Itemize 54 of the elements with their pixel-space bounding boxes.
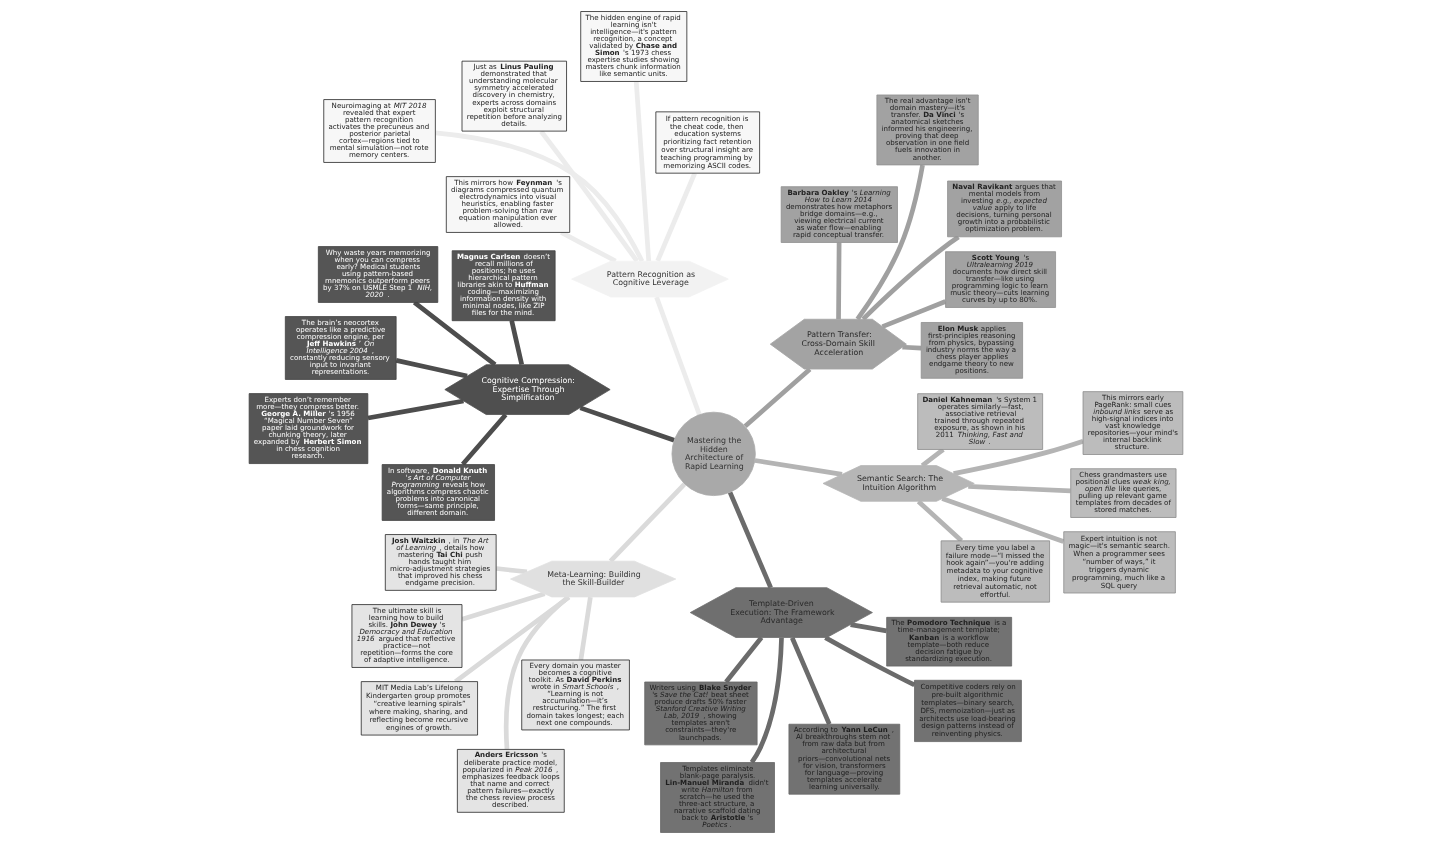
connector — [654, 296, 702, 416]
node-box: In software, Donald Knuth 's Art of Computer Programming reveals how algorithms compress chaotic problems into canonical forms—same principle, different domain. — [381, 464, 495, 521]
connector — [824, 635, 916, 688]
connector — [608, 482, 687, 563]
node-box: If pattern recognition is the cheat code, then education systems prioritizing fact retention over structural insight are teaching programming by memorizing ASCII codes. — [655, 111, 760, 174]
node-box: This mirrors how Feynman 's diagrams compressed quantum electrodynamics into visual heuristics, enabling faster problem-solving than raw equation manipulation ever allowed. — [445, 176, 571, 233]
connector — [633, 81, 652, 262]
connector — [579, 405, 675, 443]
connector — [836, 242, 842, 320]
connector — [968, 484, 1071, 494]
node-box: The brain’s neocortex operates like a predictive compression engine, per Jeff Hawkins ’ On Intelligence 2004 , constantly reducing sensory input to invariant representations. — [284, 316, 397, 380]
node-box: Neuroimaging at MIT 2018 revealed that expert pattern recognition activates the precuneus and posterior parietal cortex—regions tied to mental simulation—not rote memory centers. — [323, 99, 436, 163]
node-box: The hidden engine of rapid learning isn't intelligence—it's pattern recognition, a concept validated by Chase and Simon 's 1973 chess expertise studies showing masters chunk information like semantic units. — [580, 11, 688, 82]
node-box: Chess grandmasters use positional clues weak king, open file like queries, pulling up relevant game templates from decades of stored matches. — [1070, 468, 1177, 518]
node-box: Josh Waitzkin , in The Art of Learning , details how mastering Tai Chi push hands taught him micro-adjustment strategies that improved his chess endgame precision. — [384, 534, 497, 591]
node-box: This mirrors early PageRank: small cues inbound links serve as high-signal indices into vast knowledge repositories—your mind's internal backlink structure. — [1082, 391, 1184, 455]
node-box: Daniel Kahneman 's System 1 operates similarly—fast, associative retrieval trained through repeated exposure, as shown in his 2011 Thinking, Fast and Slow . — [917, 393, 1044, 450]
connector — [655, 172, 697, 262]
node-box: MIT Media Lab’s Lifelong Kindergarten group promotes “creative learning spirals” where making, sharing, and reflecting become recursive engines of growth. — [360, 681, 478, 736]
connector — [496, 566, 528, 575]
node-box: Naval Ravikant argues that mental models from investing e.g., expected value apply to life decisions, turning personal growth into a probabilistic optimization problem. — [947, 180, 1062, 238]
connector — [790, 636, 832, 726]
connector — [941, 496, 1065, 544]
connector — [902, 344, 922, 351]
node-box: Every domain you master becomes a cognitive toolkit. As David Perkins wrote in Smart Schools , “Learning is not accumulation—it’s restructuring.” The first domain takes longest; each next one compounds. — [521, 659, 630, 731]
connector — [578, 596, 593, 661]
node-box: Barbara Oakley 's Learning How to Learn 2014 demonstrates how metaphors bridge domains—e.g., viewing electrical current as water flow—enabling rapid conceptual transfer. — [780, 186, 898, 243]
node-box: The ultimate skill is learning how to build skills. John Dewey 's Democracy and Education 1916 argued that reflective practice—not repetition—forms the core of adaptive intelligence. — [351, 604, 463, 668]
connector — [539, 130, 639, 263]
connector — [435, 130, 645, 263]
node-box: Expert intuition is not magic—it's semantic search. When a programmer sees “number of ways,” it triggers dynamic programming, much like a SQL query — [1063, 531, 1176, 594]
node-box: Magnus Carlsen doesn’t recall millions of positions; he uses hierarchical pattern libraries akin to Huffman coding—maximizing information density with minimal nodes, like ZIP files for the mind. — [451, 250, 556, 322]
node-box: Scott Young 's Ultralearning 2019 documents how direct skill transfer—like using programming logic to learn music theory—cuts learning curves by up to 80%. — [945, 251, 1056, 308]
node-box: Why waste years memorizing when you can compress early? Medical students using pattern-based mnemonics outperform peers by 37% on USMLE Step 1 NIH, 2020 . — [317, 246, 439, 303]
connector — [749, 637, 784, 764]
connector — [367, 398, 464, 421]
node-box: Every time you label a failure mode—“I missed the hook again”—you're adding metadata to your cognitive index, making future retrieval automatic, not effortful. — [940, 540, 1050, 603]
node-box: According to Yann LeCun , AI breakthroughs stem not from raw data but from architectural priors—convolutional nets for vision, transformers for language—proving templates accelerate learning universally. — [788, 723, 901, 795]
connector — [395, 358, 468, 379]
node-box: Experts don’t remember more—they compress better. George A. Miller 's 1956 “Magical Number Seven” paper laid groundwork for chunking theory, later expanded by Herbert Simon in chess cognition research. — [248, 393, 369, 464]
connector — [727, 491, 773, 589]
connector — [881, 299, 947, 329]
connector — [754, 458, 843, 477]
node-box: Just as Linus Pauling demonstrated that understanding molecular symmetry accelerated discovery in chemistry, experts across domains exploit structural repetition before analyzing details. — [461, 60, 567, 132]
connector — [461, 591, 546, 622]
node-box: Elon Musk applies first-principles reasoning from physics, bypassing industry norms the way a chess player applies endgame theory to new positions. — [920, 322, 1023, 379]
node-circle: Mastering the Hidden Architecture of Rapid Learning — [671, 411, 756, 496]
connector — [509, 320, 524, 365]
connector — [855, 164, 925, 321]
connector — [850, 622, 887, 634]
connector — [861, 235, 960, 321]
connector — [953, 438, 1084, 476]
node-box: Anders Ericsson 's deliberate practice model, popularized in Peak 2016 , emphasizes feedback loops that name and correct pattern failures—exactly the chess review process described. — [456, 749, 565, 813]
connector — [460, 413, 508, 466]
